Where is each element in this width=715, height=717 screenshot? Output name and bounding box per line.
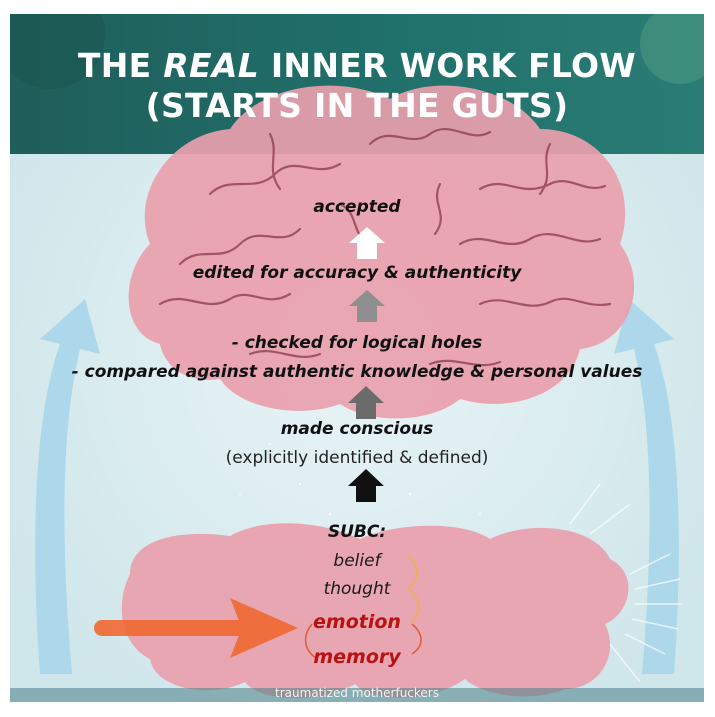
credit-text: traumatized motherfuckers [10, 686, 704, 700]
step-checked: - checked for logical holes [10, 333, 704, 353]
title-prefix: THE [78, 46, 163, 85]
step-explicit: (explicitly identified & defined) [10, 448, 704, 468]
subc-item-thought: thought [10, 579, 704, 599]
title-emphasis: REAL [163, 46, 259, 85]
title-suffix: INNER WORK FLOW [259, 46, 636, 85]
subc-item-memory: memory [10, 646, 704, 668]
page-title: THE REAL INNER WORK FLOW [10, 46, 704, 85]
step-edited: edited for accuracy & authenticity [10, 263, 704, 283]
step-compared: - compared against authentic knowledge &… [10, 362, 704, 382]
infographic: THE REAL INNER WORK FLOW (STARTS IN THE … [10, 14, 704, 702]
page-subtitle: (STARTS IN THE GUTS) [10, 86, 704, 125]
subc-label: SUBC: [10, 522, 704, 542]
step-accepted: accepted [10, 197, 704, 217]
step-made-conscious: made conscious [10, 419, 704, 439]
subc-item-belief: belief [10, 551, 704, 571]
subc-item-emotion: emotion [10, 611, 704, 633]
